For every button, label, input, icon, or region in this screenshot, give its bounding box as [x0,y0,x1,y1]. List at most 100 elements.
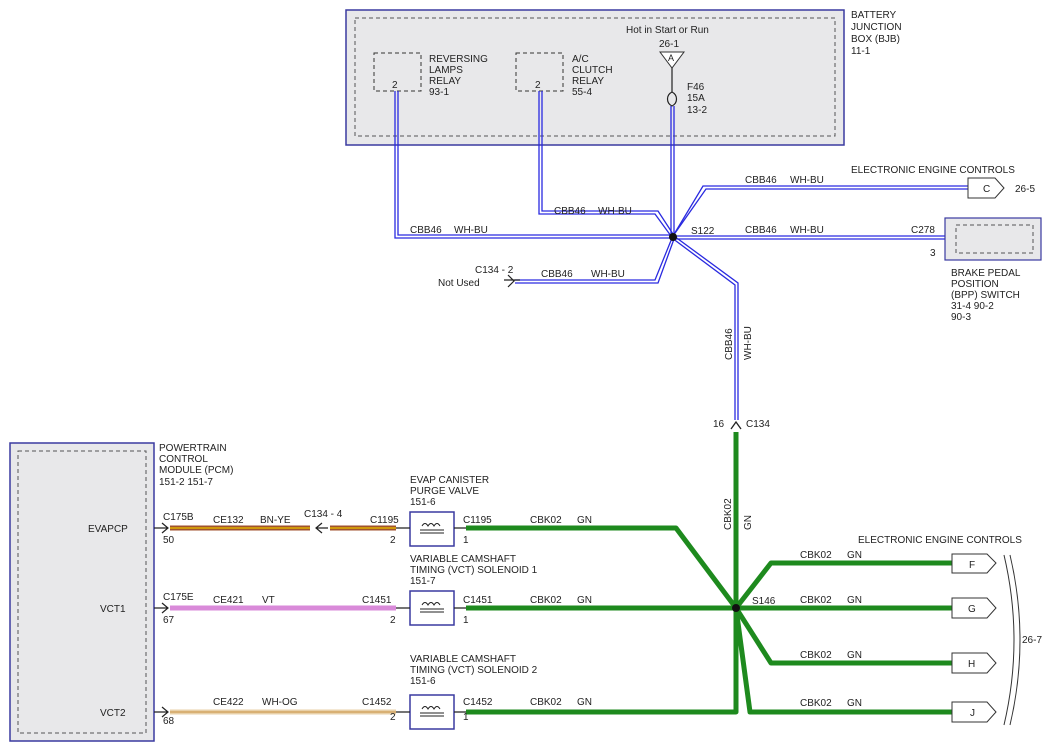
g2-cbk: CBK02 [530,595,562,606]
hot-triangle [659,51,685,69]
fuse-icon [666,91,678,107]
pcm-connectors [154,522,169,718]
fuse-rating: 15A [687,93,705,104]
evap-ref: 151-6 [410,497,436,508]
bpp-l5: 90-3 [951,312,971,323]
dev-c1452: C1452 [362,697,392,708]
vct1-l1: VARIABLE CAMSHAFT [410,554,516,565]
g3-cbk: CBK02 [530,697,562,708]
out-pin-1b: 1 [463,615,469,626]
dev-c1451: C1451 [362,595,392,606]
color-bnye: BN-YE [260,515,291,526]
eec-c-letter: C [983,184,990,195]
green-wires [466,432,952,715]
w1-cbb: CBB46 [410,225,442,236]
g1-gn: GN [577,515,592,526]
c278-pin: 3 [930,248,936,259]
ac-ref: 55-4 [572,87,592,98]
g3-gn: GN [577,697,592,708]
evap-l1: EVAP CANISTER [410,475,489,486]
pcm-l3: MODULE (PCM) [159,465,233,476]
bjb-inner [354,17,836,137]
bpp-l4: 31-4 90-2 [951,301,994,312]
c134-top-note: Not Used [438,278,480,289]
bjb-l2: JUNCTION [851,22,902,33]
eec-letter-f: F [969,560,975,571]
out-pin-1a: 1 [463,535,469,546]
color-whog: WH-OG [262,697,298,708]
rev-l1: REVERSING [429,54,488,65]
eec-letter-g: G [968,604,976,615]
c278-name: C278 [911,225,935,236]
solenoid-vct1 [409,590,455,626]
hot-label: Hot in Start or Run [626,25,709,36]
s146-label: S146 [752,596,776,607]
bjb-ref: 11-1 [851,46,871,57]
pin-50: 50 [163,535,175,546]
bpp-l3: (BPP) SWITCH [951,290,1020,301]
w6-whbu: WH-BU [743,326,754,360]
dev-pin-2b: 2 [390,615,396,626]
hot-letter: A [668,53,674,63]
w4-whbu: WH-BU [790,225,824,236]
ac-l3: RELAY [572,76,604,87]
bpp-box [944,217,1042,261]
fuse-name: F46 [687,82,705,93]
g7-cbk: CBK02 [800,698,832,709]
sig-vct1: VCT1 [100,604,126,615]
not-used-connector [504,274,520,288]
s122-label: S122 [691,226,715,237]
out-c1451: C1451 [463,595,493,606]
c134-name: C134 [746,419,770,430]
rev-ref: 93-1 [429,87,449,98]
c134-4-connector [315,522,328,534]
bpp-l1: BRAKE PEDAL [951,268,1021,279]
eec-top-title: ELECTRONIC ENGINE CONTROLS [851,165,1015,176]
vct1-l2: TIMING (VCT) SOLENOID 1 [410,565,538,576]
pcm-box [9,442,155,742]
pcm-l1: POWERTRAIN [159,443,227,454]
eec-right-ref: 26-7 [1022,635,1042,646]
bpp-l2: POSITION [951,279,999,290]
rev-l2: LAMPS [429,65,463,76]
dev-pin-2a: 2 [390,535,396,546]
c175b: C175B [163,512,194,523]
color-vt: VT [262,595,275,606]
w1-whbu: WH-BU [454,225,488,236]
circ-ce422: CE422 [213,697,244,708]
c175e: C175E [163,592,194,603]
eec-right-title: ELECTRONIC ENGINE CONTROLS [858,535,1022,546]
vct2-l2: TIMING (VCT) SOLENOID 2 [410,665,538,676]
w2-whbu: WH-BU [598,206,632,217]
pin-67: 67 [163,615,175,626]
ac-pin: 2 [535,80,541,91]
eec-letter-j: J [970,708,975,719]
hot-ref: 26-1 [659,39,679,50]
wv-gn: GN [743,515,754,530]
g4-cbk: CBK02 [800,550,832,561]
fuse-ref: 13-2 [687,105,707,116]
s122-splice [669,233,677,241]
ac-l2: CLUTCH [572,65,613,76]
vct1-ref: 151-7 [410,576,436,587]
g6-gn: GN [847,650,862,661]
rev-l3: RELAY [429,76,461,87]
mid-c134-4: C134 - 4 [304,509,343,520]
out-c1452: C1452 [463,697,493,708]
w4-cbb: CBB46 [745,225,777,236]
eec-bracket [1003,554,1015,726]
g2-gn: GN [577,595,592,606]
w6-cbb: CBB46 [724,328,735,360]
g6-cbk: CBK02 [800,650,832,661]
c134-top-name: C134 - 2 [475,265,514,276]
bjb-l1: BATTERY [851,10,897,21]
solenoid-vct2 [409,694,455,730]
vct2-ref: 151-6 [410,676,436,687]
g7-gn: GN [847,698,862,709]
dev-pin-2c: 2 [390,712,396,723]
w3-cbb: CBB46 [745,175,777,186]
g5-cbk: CBK02 [800,595,832,606]
sig-evapcp: EVAPCP [88,524,128,535]
solenoid-evap [409,511,455,547]
